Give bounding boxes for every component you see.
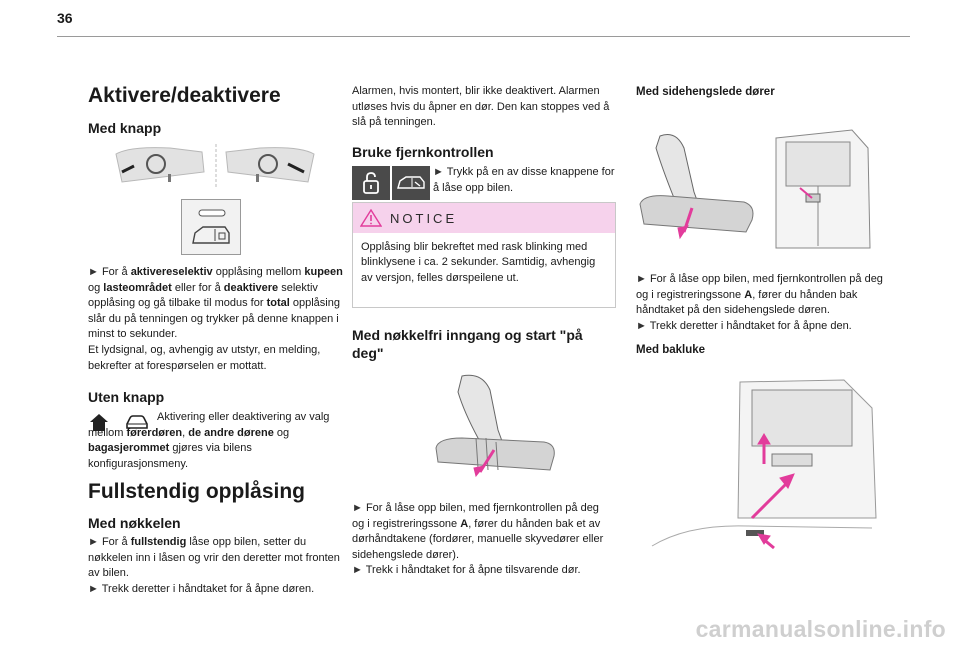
para-fjernkontroll: ► Trykk på en av disse knappene for å lå… [433, 166, 615, 194]
heading-nokkelfri: Med nøkkelfri inngang og start "på deg" [352, 327, 583, 361]
van-rear-icon [775, 129, 871, 249]
heading-med-knapp: Med knapp [88, 120, 162, 136]
para-med-nokkelen: ► For å fullstendig låse opp bilen, sett… [88, 536, 340, 595]
heading-med-bakluke: Med bakluke [636, 344, 706, 356]
notice-title: NOTICE [390, 210, 458, 226]
heading-uten-knapp: Uten knapp [88, 389, 165, 405]
side-door-illustration [639, 129, 871, 249]
dashboard-right-icon [225, 147, 315, 183]
warning-triangle-icon [360, 209, 382, 227]
heading-fullstendig: Fullstendig opplåsing [88, 480, 305, 503]
notice-box: NOTICE Opplåsing blir bekreftet med rask… [352, 202, 616, 308]
heading-fjernkontroll: Bruke fjernkontrollen [352, 144, 494, 160]
para-nokkelfri: ► For å låse opp bilen, med fjernkontrol… [352, 502, 604, 577]
dashboard-left-icon [115, 147, 205, 183]
heading-sidehengslede: Med sidehengslede dører [636, 86, 775, 98]
selective-unlock-button-icon [181, 199, 241, 255]
heading-med-nokkelen: Med nøkkelen [88, 515, 181, 531]
header-rule [57, 36, 910, 37]
para-med-knapp: ► For å aktivereselektiv opplåsing mello… [88, 266, 343, 372]
hand-door-handle-icon [639, 134, 754, 240]
house-icon [90, 414, 108, 431]
van-unlock-icon [392, 166, 430, 200]
watermark: carmanualsonline.info [695, 616, 946, 642]
notice-text: Opplåsing blir bekreftet med rask blinki… [361, 241, 596, 284]
page-number: 36 [57, 10, 73, 26]
tailgate-illustration [651, 379, 877, 550]
heading-aktivere: Aktivere/deaktivere [88, 84, 281, 107]
para-alarm: Alarmen, hvis montert, blir ikke deaktiv… [352, 85, 610, 129]
hand-door-handle-icon [435, 374, 555, 478]
car-icon [126, 415, 148, 429]
notice-header: NOTICE [353, 203, 615, 233]
dashboard-illustration [115, 144, 315, 188]
para-sidehengslede: ► For å låse opp bilen, med fjernkontrol… [636, 273, 883, 332]
para-uten-knapp: Aktivering eller deaktivering av valg me… [88, 411, 330, 470]
padlock-open-icon [352, 166, 390, 200]
